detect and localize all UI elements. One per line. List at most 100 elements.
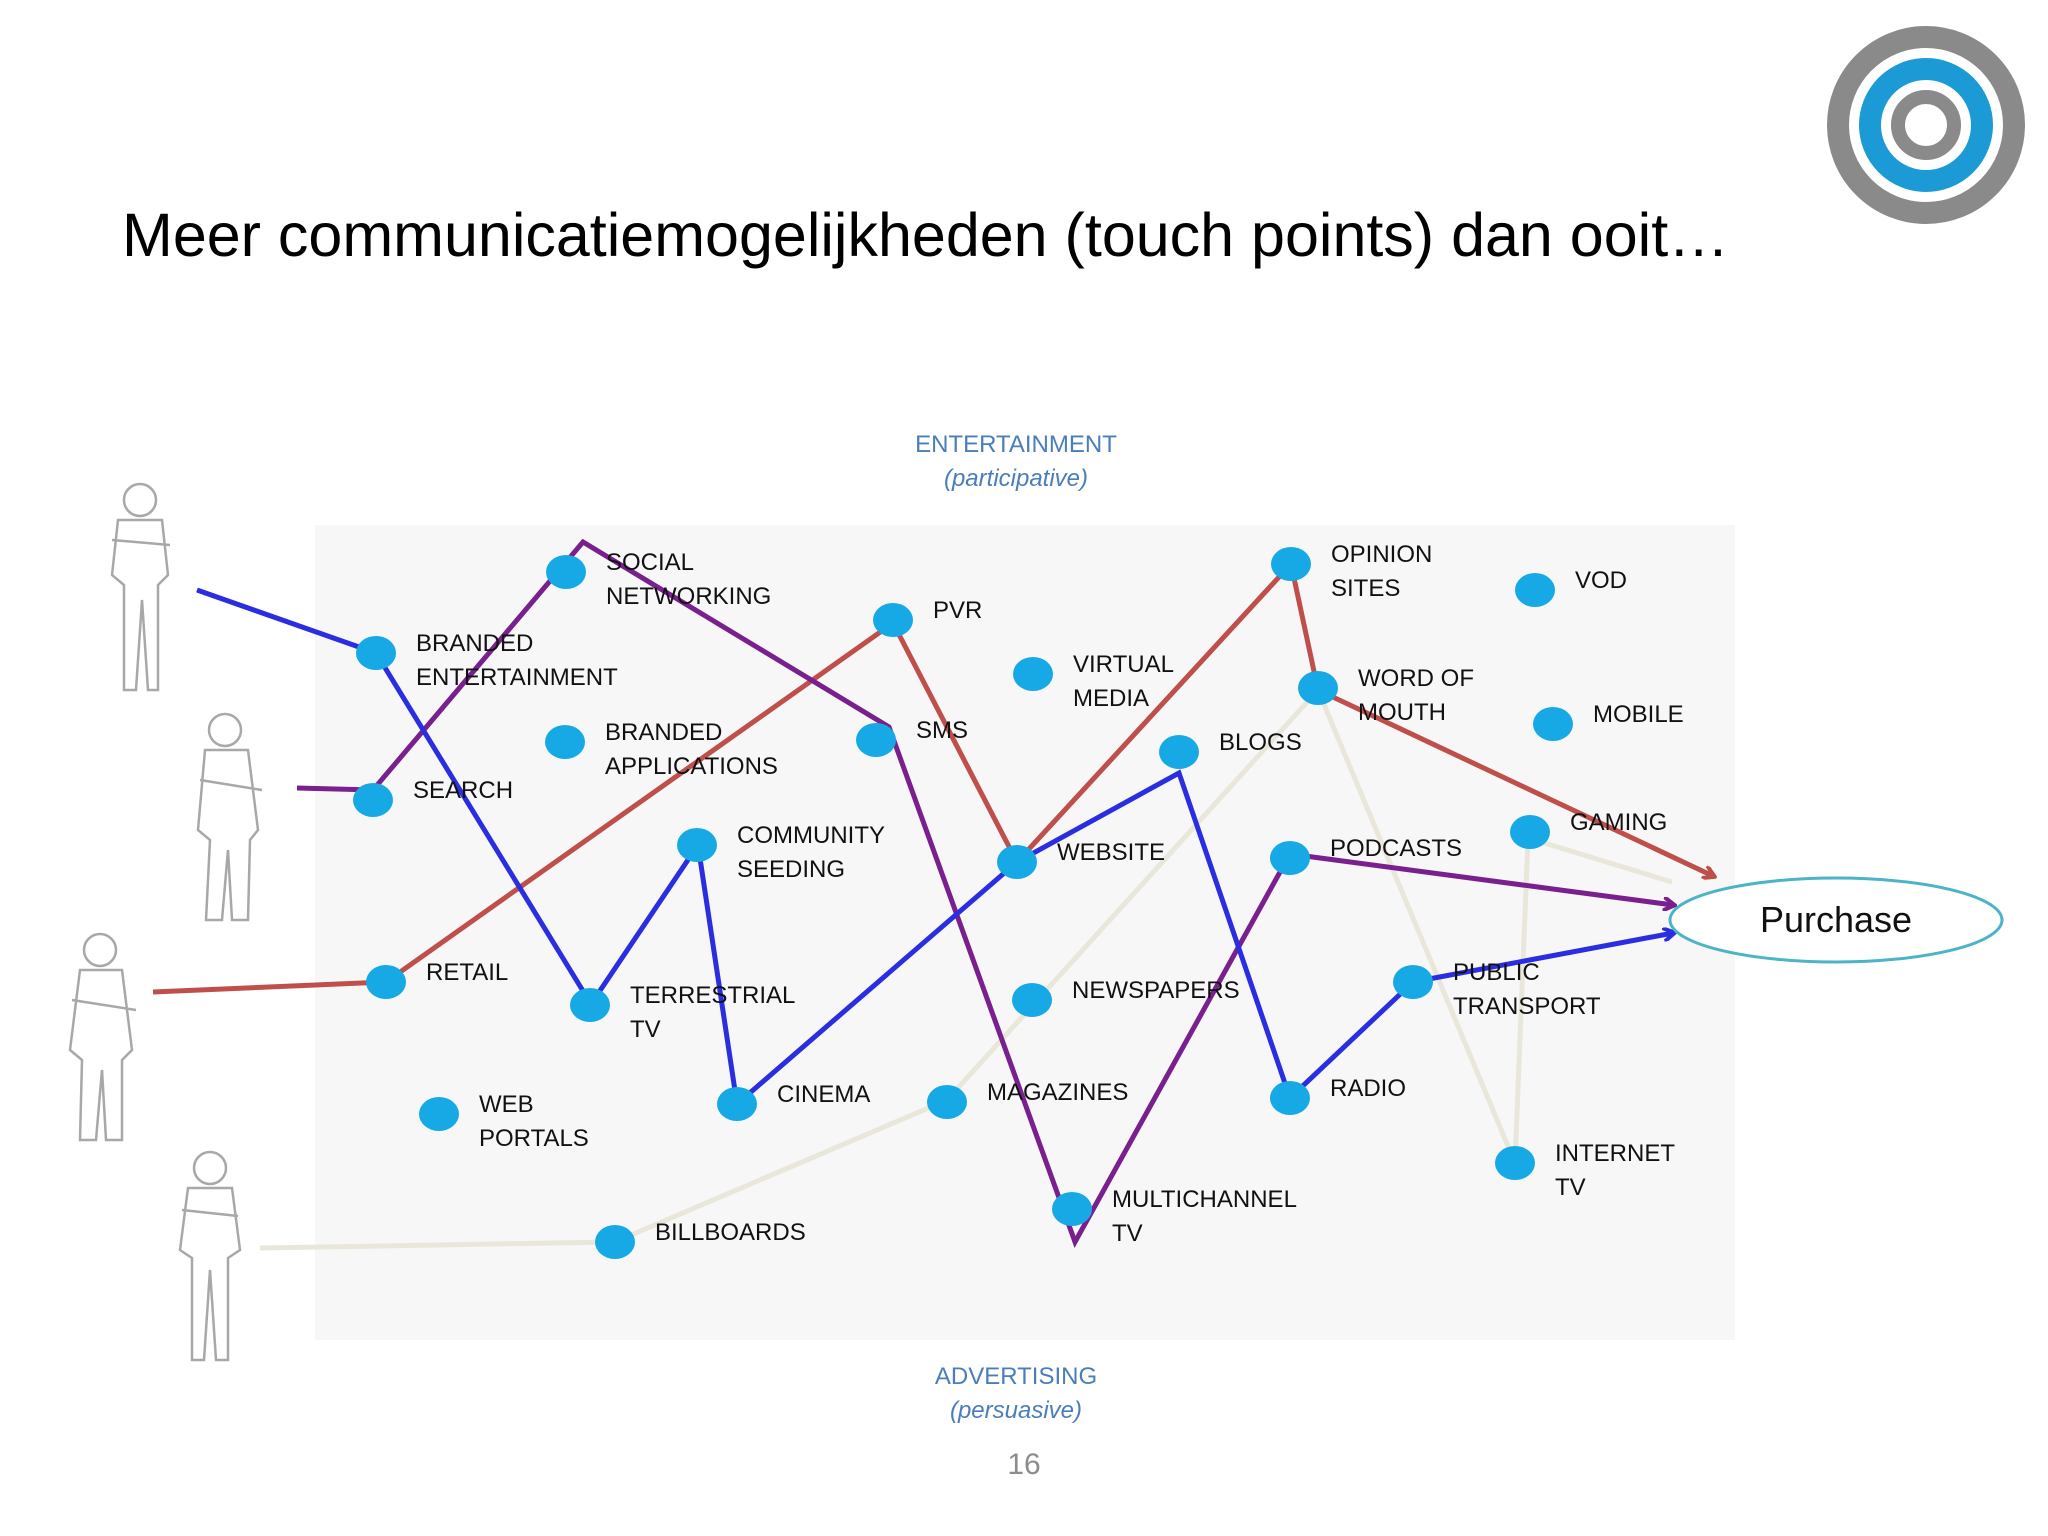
touchpoint-label: VOD	[1575, 567, 1627, 594]
page-number: 16	[1007, 1448, 1041, 1481]
touchpoint-label: PVR	[933, 597, 982, 624]
touchpoint-dot	[1271, 547, 1311, 581]
touchpoint-dot	[1012, 983, 1052, 1017]
touchpoint-public-transport: PUBLIC TRANSPORT	[1393, 959, 1601, 1020]
axis-bottom-subtitle: (persuasive)	[949, 1397, 1083, 1424]
touchpoint-gaming: GAMING	[1510, 809, 1667, 849]
touchpoint-dot	[1298, 671, 1338, 705]
person-icon	[68, 932, 137, 1142]
touchpoint-dot	[1270, 1081, 1310, 1115]
axis-bottom-title: ADVERTISING	[934, 1363, 1098, 1390]
touchpoint-label: OPINION	[1331, 541, 1432, 568]
touchpoint-pvr: PVR	[873, 597, 982, 637]
touchpoint-opinion-sites: OPINION SITES	[1271, 541, 1432, 602]
touchpoint-label: RADIO	[1330, 1075, 1406, 1102]
touchpoint-dot	[419, 1097, 459, 1131]
touchpoint-label: BRANDED	[605, 719, 722, 746]
touchpoint-dot	[353, 783, 393, 817]
touchpoint-label: BILLBOARDS	[655, 1219, 806, 1246]
touchpoint-branded-applications: BRANDED APPLICATIONS	[545, 719, 778, 780]
touchpoint-label: CINEMA	[777, 1081, 870, 1108]
slide-title: Meer communicatiemogelijkheden (touch po…	[122, 201, 1730, 269]
touchpoint-label: TRANSPORT	[1453, 993, 1601, 1020]
touchpoint-label: TV	[1555, 1174, 1586, 1201]
touchpoint-label: BRANDED	[416, 630, 533, 657]
purchase-goal: Purchase	[1668, 876, 2004, 964]
touchpoint-dot	[997, 845, 1037, 879]
touchpoint-label: WORD OF	[1358, 665, 1474, 692]
touchpoint-dot	[595, 1225, 635, 1259]
touchpoint-dot	[545, 725, 585, 759]
touchpoint-search: SEARCH	[353, 777, 513, 817]
touchpoint-label: RETAIL	[426, 959, 508, 986]
person-icon	[196, 712, 263, 922]
touchpoint-label: NETWORKING	[606, 583, 771, 610]
touchpoint-label: INTERNET	[1555, 1140, 1675, 1167]
touchpoint-label: VIRTUAL	[1073, 651, 1174, 678]
touchpoint-label: TV	[1112, 1220, 1143, 1247]
touchpoint-label: TV	[630, 1016, 661, 1043]
touchpoint-label: SOCIAL	[606, 549, 694, 576]
touchpoint-label: SEARCH	[413, 777, 513, 804]
axis-bottom-label: ADVERTISING (persuasive)	[816, 1360, 1216, 1428]
touchpoint-website: WEBSITE	[997, 839, 1165, 879]
path-blue	[196, 587, 1673, 1109]
touchpoint-label: WEBSITE	[1057, 839, 1165, 866]
touchpoint-radio: RADIO	[1270, 1075, 1406, 1115]
touchpoint-dot	[856, 723, 896, 757]
touchpoint-label: COMMUNITY	[737, 822, 885, 849]
touchpoint-label: SITES	[1331, 575, 1400, 602]
touchpoint-retail: RETAIL	[366, 959, 508, 999]
touchpoint-label: NEWSPAPERS	[1072, 977, 1240, 1004]
touchpoint-cinema: CINEMA	[717, 1081, 870, 1121]
touchpoint-label: SEEDING	[737, 856, 845, 883]
touchpoint-dot	[1013, 657, 1053, 691]
touchpoint-label: BLOGS	[1219, 729, 1302, 756]
touchpoint-label: PODCASTS	[1330, 835, 1462, 862]
touchpoint-billboards: BILLBOARDS	[595, 1219, 806, 1259]
axis-top-label: ENTERTAINMENT (participative)	[816, 428, 1216, 496]
touchpoint-dot	[356, 636, 396, 670]
touchpoint-dot	[366, 965, 406, 999]
touchpoint-dot	[546, 555, 586, 589]
touchpoint-virtual-media: VIRTUAL MEDIA	[1013, 651, 1174, 712]
person-icon	[178, 1150, 242, 1362]
touchpoint-sms: SMS	[856, 717, 968, 757]
touchpoint-podcasts: PODCASTS	[1270, 835, 1462, 875]
touchpoint-label: APPLICATIONS	[605, 753, 778, 780]
touchpoint-dot	[570, 988, 610, 1022]
touchpoint-dot	[1515, 573, 1555, 607]
axis-top-subtitle: (participative)	[943, 465, 1089, 492]
person-icon	[110, 482, 171, 692]
touchpoint-label: GAMING	[1570, 809, 1667, 836]
target-logo-icon	[1827, 26, 2025, 224]
touchpoint-community-seeding: COMMUNITY SEEDING	[677, 822, 885, 883]
touchpoint-label: MOUTH	[1358, 699, 1446, 726]
touchpoint-vod: VOD	[1515, 567, 1627, 607]
touchpoint-label: MULTICHANNEL	[1112, 1186, 1297, 1213]
touchpoint-dot	[717, 1087, 757, 1121]
touchpoint-dot	[1533, 707, 1573, 741]
touchpoint-label: WEB	[479, 1091, 534, 1118]
touchpoint-dot	[873, 603, 913, 637]
touchpoint-magazines: MAGAZINES	[927, 1079, 1128, 1119]
touchpoint-word-of-mouth: WORD OF MOUTH	[1298, 665, 1474, 726]
touchpoint-multichannel-tv: MULTICHANNEL TV	[1052, 1186, 1297, 1247]
touchpoint-newspapers: NEWSPAPERS	[1012, 977, 1240, 1017]
touchpoint-blogs: BLOGS	[1159, 729, 1302, 769]
touchpoint-dot	[1159, 735, 1199, 769]
touchpoint-dot	[927, 1085, 967, 1119]
touchpoint-dot	[1270, 841, 1310, 875]
touchpoint-label: PORTALS	[479, 1125, 589, 1152]
axis-top-title: ENTERTAINMENT	[915, 431, 1117, 458]
touchpoint-label: MEDIA	[1073, 685, 1149, 712]
touchpoint-dot	[1052, 1192, 1092, 1226]
touchpoint-dot	[1510, 815, 1550, 849]
touchpoint-label: SMS	[916, 717, 968, 744]
touchpoint-internet-tv: INTERNET TV	[1495, 1140, 1675, 1201]
touchpoint-label: PUBLIC	[1453, 959, 1540, 986]
